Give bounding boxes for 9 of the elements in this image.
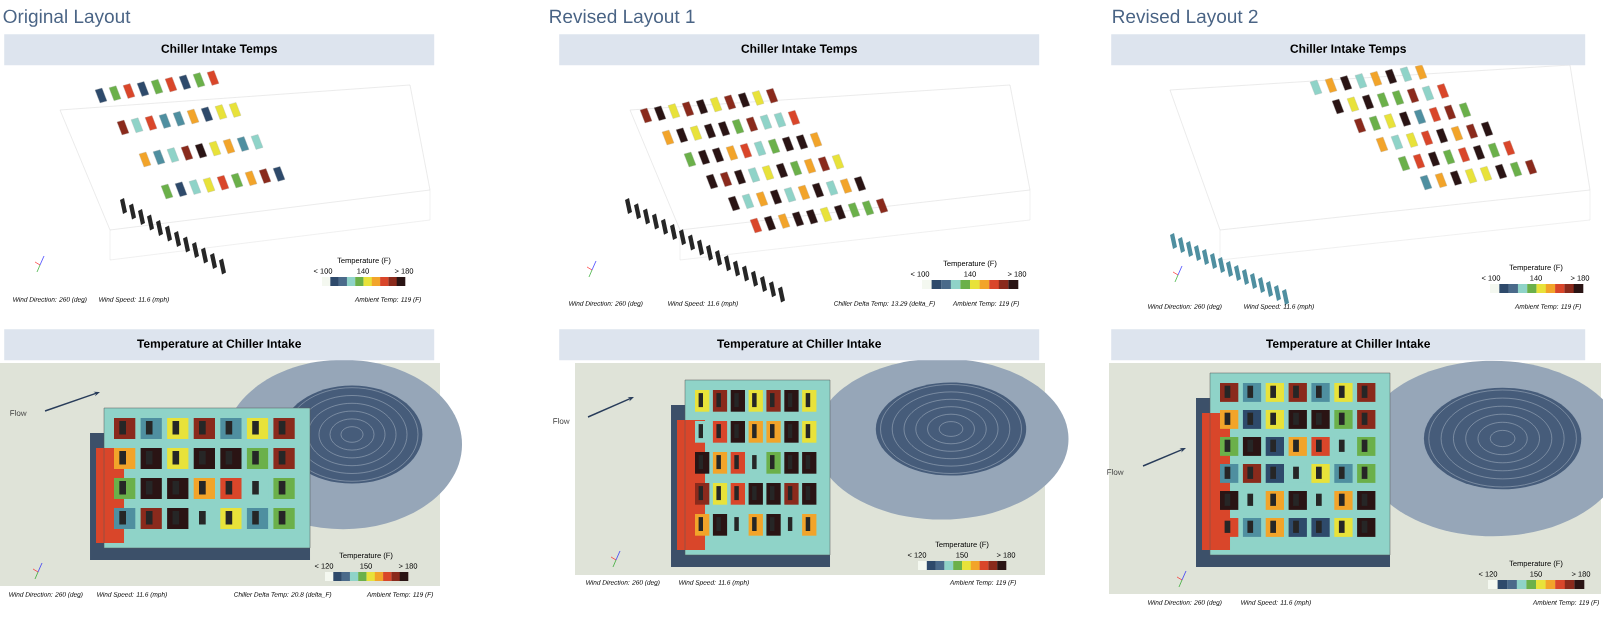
flow-label: Flow [553,418,570,424]
panel-header: Chiller Intake Temps [1111,34,1586,66]
panel-header: Temperature at Chiller Intake [559,329,1040,361]
panel-header: Temperature at Chiller Intake [1111,329,1586,361]
flow-label: Flow [1107,469,1124,475]
panel-header: Temperature at Chiller Intake [4,329,435,361]
flow-label: Flow [10,410,27,416]
panel-header: Chiller Intake Temps [4,34,435,66]
panel-header: Chiller Intake Temps [559,34,1040,66]
